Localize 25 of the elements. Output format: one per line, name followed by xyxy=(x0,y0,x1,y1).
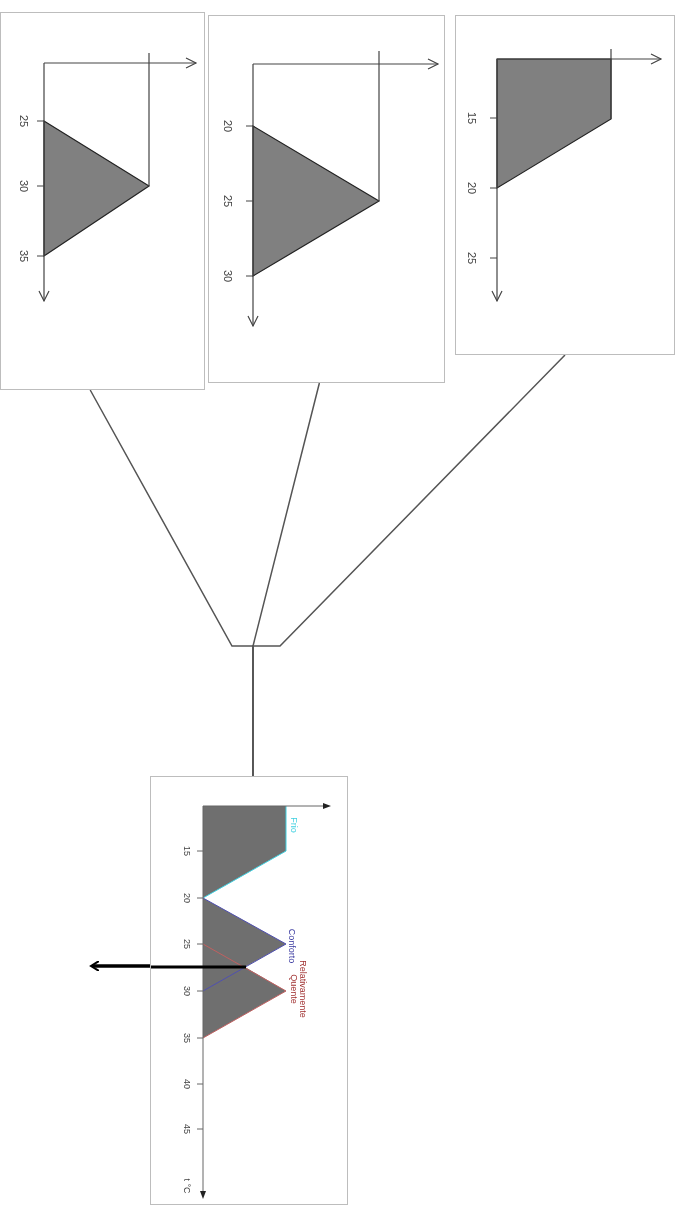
axis-tick-label: 15 xyxy=(465,111,477,125)
axis-tick-label: 15 xyxy=(181,846,191,856)
axis-tick-label: 20 xyxy=(221,119,233,133)
set-label: Frio xyxy=(288,817,298,833)
plot-panel xyxy=(455,15,675,355)
axis-tick-label: 25 xyxy=(465,251,477,265)
axis-tick-label: t °C xyxy=(181,1178,191,1194)
axis-tick-label: 25 xyxy=(221,194,233,208)
axis-tick-label: 20 xyxy=(465,181,477,195)
plot-panel xyxy=(208,15,445,383)
plot-panel xyxy=(0,12,205,390)
axis-tick-label: 25 xyxy=(17,114,29,128)
axis-tick-label: 30 xyxy=(221,269,233,283)
axis-tick-label: 35 xyxy=(17,249,29,263)
plot-panel xyxy=(150,776,348,1205)
axis-tick-label: 30 xyxy=(181,986,191,996)
axis-tick-label: 30 xyxy=(17,179,29,193)
set-label: Conforto xyxy=(286,928,296,964)
arrow xyxy=(90,960,150,972)
connector-line xyxy=(252,354,566,777)
axis-tick-label: 40 xyxy=(181,1079,191,1089)
axis-tick-label: 20 xyxy=(181,893,191,903)
axis-tick-label: 35 xyxy=(181,1033,191,1043)
axis-tick-label: 25 xyxy=(181,939,191,949)
axis-tick-label: 45 xyxy=(181,1124,191,1134)
